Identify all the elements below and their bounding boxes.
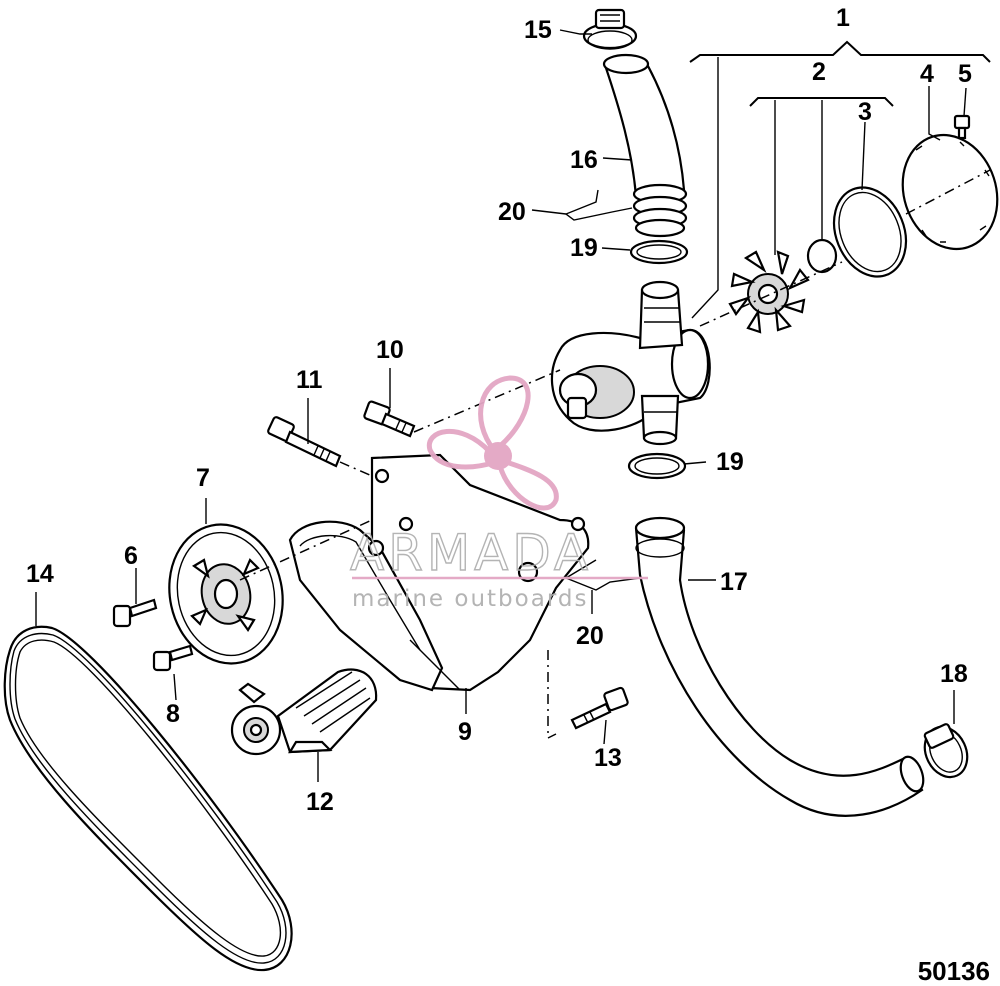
cover-o-ring [832, 186, 908, 278]
mounting-bracket [288, 453, 590, 692]
assembly-bracket-2 [749, 97, 894, 255]
callout-16: 16 [570, 146, 598, 174]
callout-11: 11 [296, 366, 323, 394]
callout-17: 17 [720, 568, 748, 596]
drive-belt [3, 625, 293, 972]
pulley-screw-upper [112, 598, 158, 628]
impeller [728, 250, 810, 334]
callout-5: 5 [958, 60, 972, 88]
bolt-short-axis [413, 369, 561, 433]
assembly-bracket-1 [689, 40, 991, 319]
callout-19-upper: 19 [570, 234, 598, 262]
callout-13: 13 [594, 744, 622, 772]
hose-clamp-bottom [923, 723, 969, 779]
lower-hose [634, 516, 925, 817]
watermark-brand: ARMADA [350, 524, 592, 582]
belt-tensioner [230, 668, 378, 756]
retaining-clip-lower [564, 559, 641, 591]
callout-3: 3 [858, 98, 872, 126]
impeller-cup-disc [806, 238, 838, 274]
callout-1: 1 [836, 4, 850, 32]
o-ring-upper [629, 239, 689, 265]
callout-20-lower: 20 [576, 622, 604, 650]
pulley-screw-lower [152, 644, 194, 672]
bolt-long-axis [339, 461, 373, 477]
upper-hose [602, 53, 688, 238]
callout-15: 15 [524, 16, 552, 44]
bolt-short [363, 400, 416, 438]
retaining-clip-upper [564, 189, 633, 221]
callout-14: 14 [26, 560, 54, 588]
callout-6: 6 [124, 542, 138, 570]
bracket-bolt-axis [547, 650, 557, 740]
water-pump-body [550, 280, 711, 446]
bracket-bolt [570, 686, 629, 730]
callout-10: 10 [376, 336, 404, 364]
callout-18: 18 [940, 660, 968, 688]
callout-12: 12 [306, 788, 334, 816]
leader-lines [35, 29, 967, 782]
callout-4: 4 [920, 60, 934, 88]
propeller-logo-icon [426, 375, 559, 511]
impeller-axis [699, 261, 843, 327]
callout-2: 2 [812, 58, 826, 86]
callout-7: 7 [196, 464, 210, 492]
callout-20-upper: 20 [498, 198, 526, 226]
hose-clamp-top [582, 8, 638, 50]
pulley [168, 523, 284, 665]
diagram-part-number: 50136 [918, 956, 990, 986]
cover-screw [953, 114, 971, 140]
pulley-axis [239, 519, 373, 581]
bolt-long [267, 416, 342, 468]
armada-logo-watermark: ARMADA marine outboards [349, 375, 648, 612]
pump-cover-plate [901, 133, 999, 251]
callout-9: 9 [458, 718, 472, 746]
callout-labels: 1 2 3 4 5 6 7 8 9 10 11 12 13 14 15 16 1… [26, 4, 972, 816]
o-ring-lower [627, 452, 687, 480]
callout-19-lower: 19 [716, 448, 744, 476]
callout-8: 8 [166, 700, 180, 728]
propeller-hub-icon [484, 442, 512, 470]
watermark-tagline: marine outboards [352, 586, 588, 612]
